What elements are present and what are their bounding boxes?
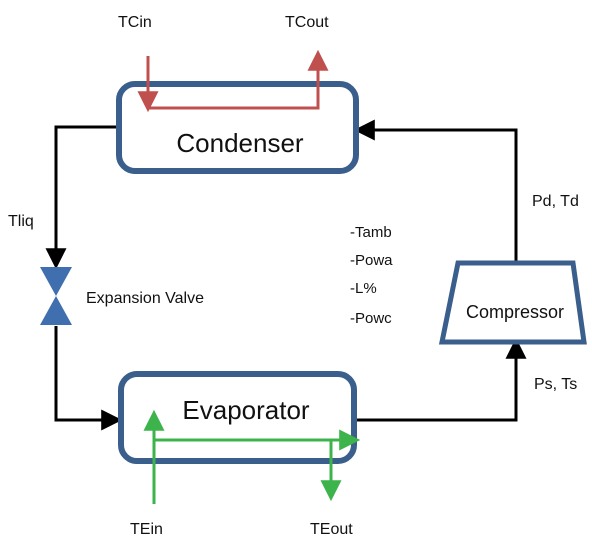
refrigerant-lines — [45, 119, 527, 431]
t-liq-label: Tliq — [8, 213, 34, 230]
discharge-line — [353, 119, 518, 262]
tc-out-label: TCout — [285, 14, 329, 31]
te-out-label: TEout — [310, 521, 353, 538]
compressor-shape — [438, 260, 587, 345]
measurements-list: -Tamb -Powa -L% -Powc — [350, 224, 393, 327]
ps-ts-label: Ps, Ts — [534, 376, 577, 393]
measurement-item: -Powa — [350, 252, 393, 269]
te-in-label: TEin — [130, 521, 163, 538]
evaporator-label: Evaporator — [182, 395, 310, 425]
condenser-water-out — [148, 49, 329, 110]
condenser-box — [116, 81, 359, 174]
measurement-item: -L% — [350, 280, 377, 297]
pd-td-label: Pd, Td — [532, 193, 579, 210]
condenser-label: Condenser — [176, 128, 304, 158]
measurement-item: -Powc — [350, 310, 392, 327]
tc-in-label: TCin — [118, 14, 152, 31]
measurement-item: -Tamb — [350, 224, 392, 241]
expansion-valve-icon — [40, 267, 72, 325]
compressor-label: Compressor — [466, 302, 564, 322]
suction-line — [356, 337, 527, 422]
expansion-line — [54, 326, 123, 431]
liquid-line — [45, 125, 118, 270]
evaporator-water-lines — [143, 409, 361, 504]
expansion-valve-label: Expansion Valve — [86, 290, 204, 307]
condenser-water-lines — [137, 49, 329, 113]
